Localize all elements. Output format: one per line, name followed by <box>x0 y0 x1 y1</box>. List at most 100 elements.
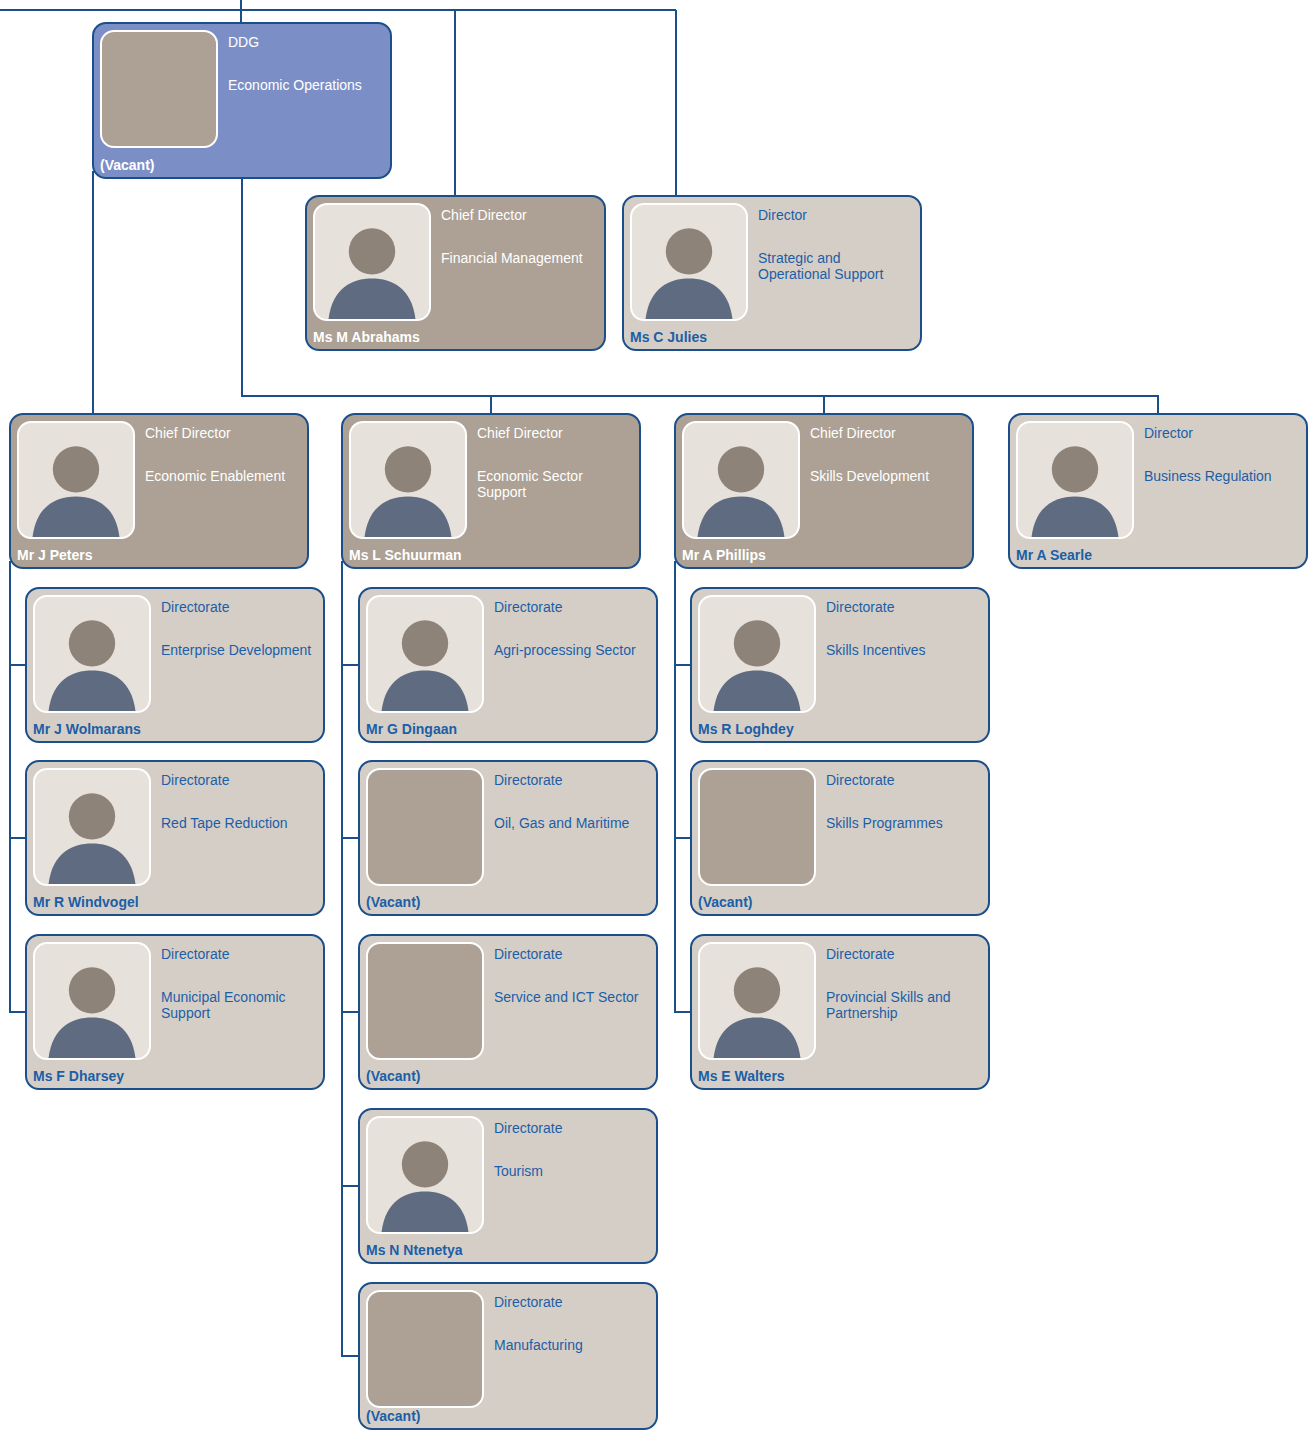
role-title: Director <box>1144 425 1193 441</box>
org-box: DirectorateManufacturing(Vacant) <box>358 1282 658 1430</box>
portrait-silhouette <box>35 944 149 1058</box>
role-title: Directorate <box>494 946 562 962</box>
vacant-portrait <box>366 942 484 1060</box>
person-name: Ms F Dharsey <box>33 1068 124 1084</box>
person-name: Ms C Julies <box>630 329 707 345</box>
head <box>718 446 764 492</box>
portrait-silhouette <box>700 944 814 1058</box>
person-name: Ms M Abrahams <box>313 329 420 345</box>
role-title: Directorate <box>826 772 894 788</box>
shoulders <box>714 1017 801 1058</box>
portrait <box>698 942 816 1060</box>
reporting-line <box>675 561 690 1012</box>
unit-name: Strategic and Operational Support <box>758 250 916 282</box>
person-name: Ms R Loghdey <box>698 721 794 737</box>
bus-drop <box>675 10 677 197</box>
reporting-line <box>10 561 25 665</box>
shoulders <box>1032 496 1119 537</box>
person-name: Ms N Ntenetya <box>366 1242 462 1258</box>
reporting-line <box>675 561 690 665</box>
shoulders <box>714 670 801 711</box>
role-title: Directorate <box>494 599 562 615</box>
person-name: (Vacant) <box>698 894 752 910</box>
portrait-silhouette <box>368 1118 482 1232</box>
person-name: Ms L Schuurman <box>349 547 462 563</box>
reporting-line <box>242 179 1158 413</box>
person-name: (Vacant) <box>366 1068 420 1084</box>
org-box: Chief DirectorSkills DevelopmentMr A Phi… <box>674 413 974 569</box>
portrait-silhouette <box>19 423 133 537</box>
org-box: DirectorateProvincial Skills and Partner… <box>690 934 990 1090</box>
person-name: Mr G Dingaan <box>366 721 457 737</box>
portrait <box>366 1116 484 1234</box>
org-box: DirectorateSkills Programmes (Vacant) <box>690 760 990 916</box>
role-title: Directorate <box>494 772 562 788</box>
person-name: (Vacant) <box>366 894 420 910</box>
unit-name: Provincial Skills and Partnership <box>826 989 984 1021</box>
portrait <box>366 595 484 713</box>
person-name: Mr A Phillips <box>682 547 766 563</box>
role-title: Chief Director <box>477 425 563 441</box>
reporting-line <box>10 561 25 1012</box>
shoulders <box>382 670 469 711</box>
head <box>734 620 780 666</box>
head <box>734 967 780 1013</box>
org-box: DDGEconomic Operations(Vacant) <box>92 22 392 179</box>
role-title: Chief Director <box>810 425 896 441</box>
reporting-line <box>675 561 690 838</box>
parent-bus <box>0 9 676 11</box>
unit-name: Financial Management <box>441 250 599 266</box>
unit-name: Municipal Economic Support <box>161 989 319 1021</box>
reporting-line <box>342 561 358 665</box>
portrait <box>682 421 800 539</box>
role-title: Directorate <box>826 599 894 615</box>
org-box: DirectorateAgri-processing Sector Mr G Di… <box>358 587 658 743</box>
unit-name: Service and ICT Sector <box>494 989 652 1005</box>
head <box>69 793 115 839</box>
portrait <box>17 421 135 539</box>
head <box>349 228 395 274</box>
vacant-portrait <box>100 30 218 148</box>
unit-name: Economic Enablement <box>145 468 303 484</box>
portrait <box>33 595 151 713</box>
portrait-silhouette <box>632 205 746 319</box>
bus-drop <box>454 10 456 197</box>
org-box: DirectorStrategic and Operational Suppor… <box>622 195 922 351</box>
portrait <box>349 421 467 539</box>
portrait <box>1016 421 1134 539</box>
shoulders <box>329 278 416 319</box>
person-name: Ms E Walters <box>698 1068 785 1084</box>
role-title: Directorate <box>161 772 229 788</box>
unit-name: Enterprise Development <box>161 642 319 658</box>
person-name: Mr J Wolmarans <box>33 721 141 737</box>
role-title: Chief Director <box>145 425 231 441</box>
person-name: Mr J Peters <box>17 547 92 563</box>
shoulders <box>33 496 120 537</box>
org-box: Chief DirectorEconomic Enablement Mr J Pe… <box>9 413 309 569</box>
org-box: Chief DirectorFinancial ManagementMs M A… <box>305 195 606 351</box>
role-title: DDG <box>228 34 259 50</box>
unit-name: Agri-processing Sector <box>494 642 652 658</box>
reporting-line <box>342 561 358 1186</box>
portrait-silhouette <box>700 597 814 711</box>
head <box>1052 446 1098 492</box>
reporting-line <box>342 561 358 838</box>
vacant-portrait <box>366 768 484 886</box>
role-title: Directorate <box>161 599 229 615</box>
org-box: DirectorBusiness RegulationMr A Searle <box>1008 413 1308 569</box>
unit-name: Skills Programmes <box>826 815 984 831</box>
shoulders <box>698 496 785 537</box>
unit-name: Manufacturing <box>494 1337 652 1353</box>
portrait <box>33 942 151 1060</box>
unit-name: Economic Sector Support <box>477 468 635 500</box>
shoulders <box>49 670 136 711</box>
role-title: Directorate <box>161 946 229 962</box>
head <box>53 446 99 492</box>
portrait-silhouette <box>35 770 149 884</box>
unit-name: Economic Operations <box>228 77 386 93</box>
vacant-portrait <box>698 768 816 886</box>
portrait <box>630 203 748 321</box>
org-box: Chief DirectorEconomic Sector Support Ms … <box>341 413 641 569</box>
portrait <box>698 595 816 713</box>
